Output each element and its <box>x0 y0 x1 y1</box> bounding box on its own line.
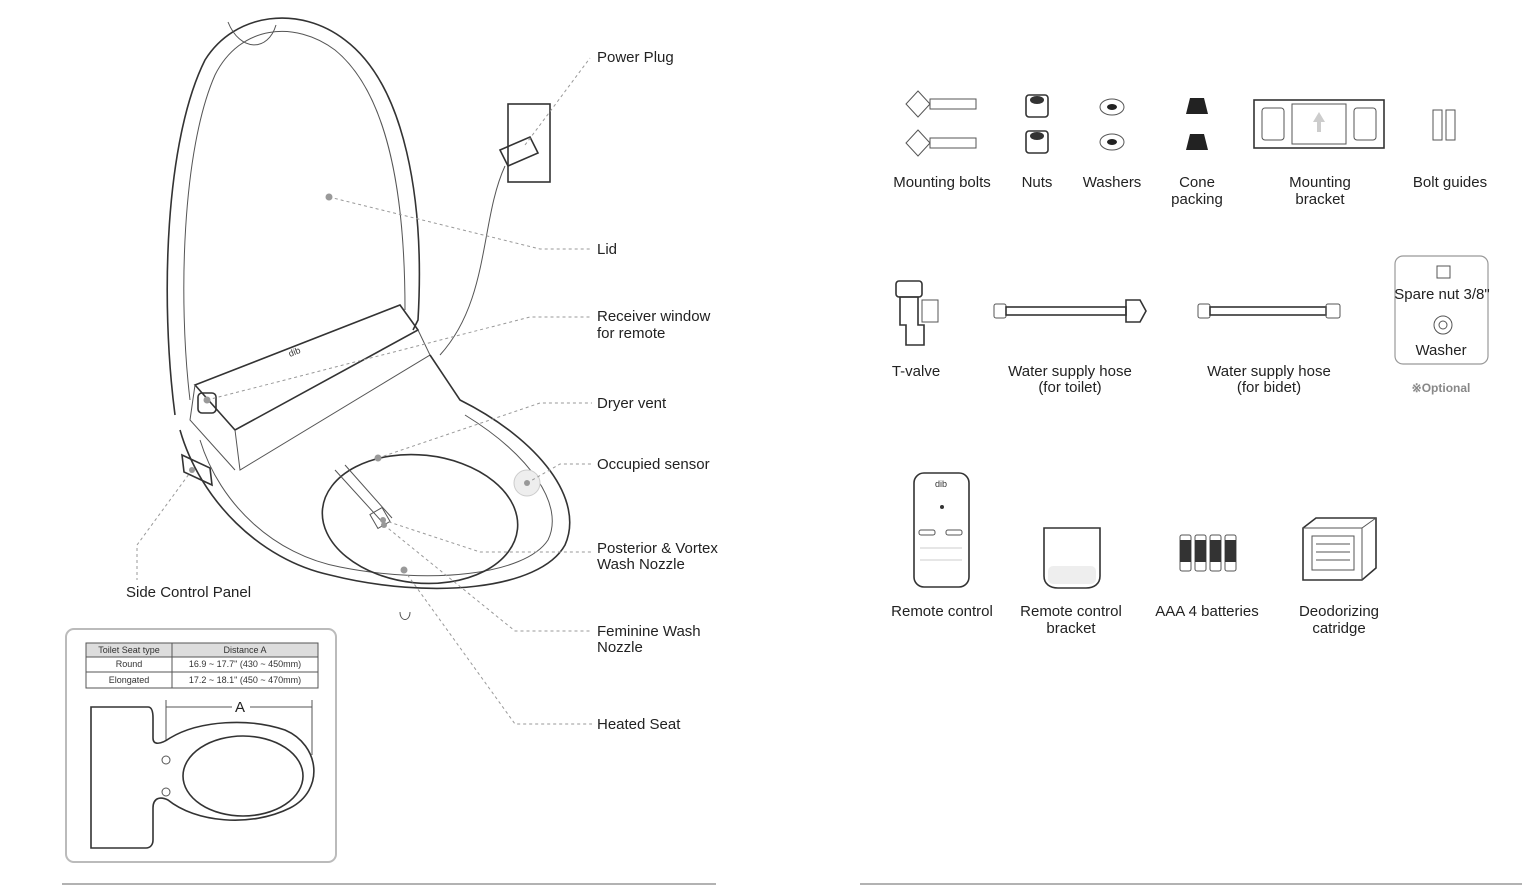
part-washers: Washers <box>1083 174 1142 191</box>
t-valve-icon <box>895 280 939 346</box>
table-cell-elongated-distance: 17.2 ~ 18.1" (450 ~ 470mm) <box>189 675 301 685</box>
callout-receiver-window-line2: for remote <box>597 325 665 342</box>
table-header-seat-type: Toilet Seat type <box>98 645 160 655</box>
mounting-bracket-icon <box>1253 99 1385 149</box>
part-batteries: AAA 4 batteries <box>1155 603 1258 620</box>
hose-toilet-icon <box>993 299 1147 323</box>
callout-receiver-window: Receiver window <box>597 308 711 325</box>
cone-packing-icon <box>1186 98 1208 150</box>
seat-size-box: Toilet Seat type Distance A Round 16.9 ~… <box>65 628 337 863</box>
washer-icon <box>1433 315 1453 335</box>
callout-heated-seat: Heated Seat <box>597 716 681 733</box>
part-remote-bracket: Remote control <box>1020 603 1122 620</box>
part-washer-optional: Washer <box>1415 342 1466 359</box>
leader-lines <box>136 57 592 725</box>
callout-lid: Lid <box>597 241 617 258</box>
part-hose-toilet-line2: (for toilet) <box>1038 379 1101 396</box>
batteries-icon <box>1179 534 1237 572</box>
remote-bracket-icon <box>1043 527 1101 589</box>
wall-outlet-icon <box>507 103 551 183</box>
mounting-bolts-icon <box>905 90 977 157</box>
power-plug-icon <box>498 135 540 168</box>
callout-posterior-nozzle: Posterior & Vortex <box>597 540 718 557</box>
callout-feminine-nozzle-line2: Nozzle <box>597 639 643 656</box>
part-nuts: Nuts <box>1022 174 1053 191</box>
receiver-window-icon <box>197 392 217 414</box>
logo-text: dib <box>287 345 302 359</box>
optional-note: ※Optional <box>1412 381 1471 395</box>
part-deodorizing-line2: catridge <box>1312 620 1365 637</box>
callout-feminine-nozzle: Feminine Wash <box>597 623 701 640</box>
part-cone-packing-line2: packing <box>1171 191 1223 208</box>
side-control-panel-icon <box>181 453 213 487</box>
part-hose-bidet-line2: (for bidet) <box>1237 379 1301 396</box>
table-cell-round-distance: 16.9 ~ 17.7" (430 ~ 450mm) <box>189 659 301 669</box>
dimension-a-label: A <box>235 699 245 716</box>
part-t-valve: T-valve <box>892 363 940 380</box>
part-mounting-bracket-line2: bracket <box>1295 191 1345 208</box>
part-mounting-bolts: Mounting bolts <box>893 174 991 191</box>
part-cone-packing: Cone <box>1179 174 1215 191</box>
remote-control-icon: dib <box>913 472 970 588</box>
callout-side-control-panel: Side Control Panel <box>126 584 251 601</box>
part-deodorizing: Deodorizing <box>1299 603 1379 620</box>
hose-bidet-icon <box>1197 303 1341 319</box>
washers-icon <box>1099 98 1125 151</box>
nuts-icon <box>1025 94 1049 154</box>
nozzle-icon <box>369 506 391 530</box>
callout-power-plug: Power Plug <box>597 49 674 66</box>
optional-parts-box <box>1394 255 1489 365</box>
seat-opening-top-view <box>182 735 304 817</box>
spare-nut-icon <box>1436 265 1451 279</box>
part-hose-toilet: Water supply hose <box>1008 363 1132 380</box>
table-header-distance: Distance A <box>223 645 266 655</box>
part-remote: Remote control <box>891 603 993 620</box>
bidet-seat-illustration: dib <box>166 17 571 620</box>
bolt-guides-icon <box>1432 109 1456 141</box>
table-cell-round: Round <box>116 659 143 669</box>
table-cell-elongated: Elongated <box>109 675 150 685</box>
part-spare-nut: Spare nut 3/8" <box>1394 286 1489 303</box>
part-bolt-guides: Bolt guides <box>1413 174 1487 191</box>
callout-occupied-sensor: Occupied sensor <box>597 456 710 473</box>
deodorizing-cartridge-icon <box>1302 517 1377 581</box>
callout-posterior-nozzle-line2: Wash Nozzle <box>597 556 685 573</box>
part-hose-bidet: Water supply hose <box>1207 363 1331 380</box>
part-mounting-bracket: Mounting <box>1289 174 1351 191</box>
callout-dryer-vent: Dryer vent <box>597 395 667 412</box>
part-remote-bracket-line2: bracket <box>1046 620 1096 637</box>
svg-text:dib: dib <box>935 479 947 489</box>
